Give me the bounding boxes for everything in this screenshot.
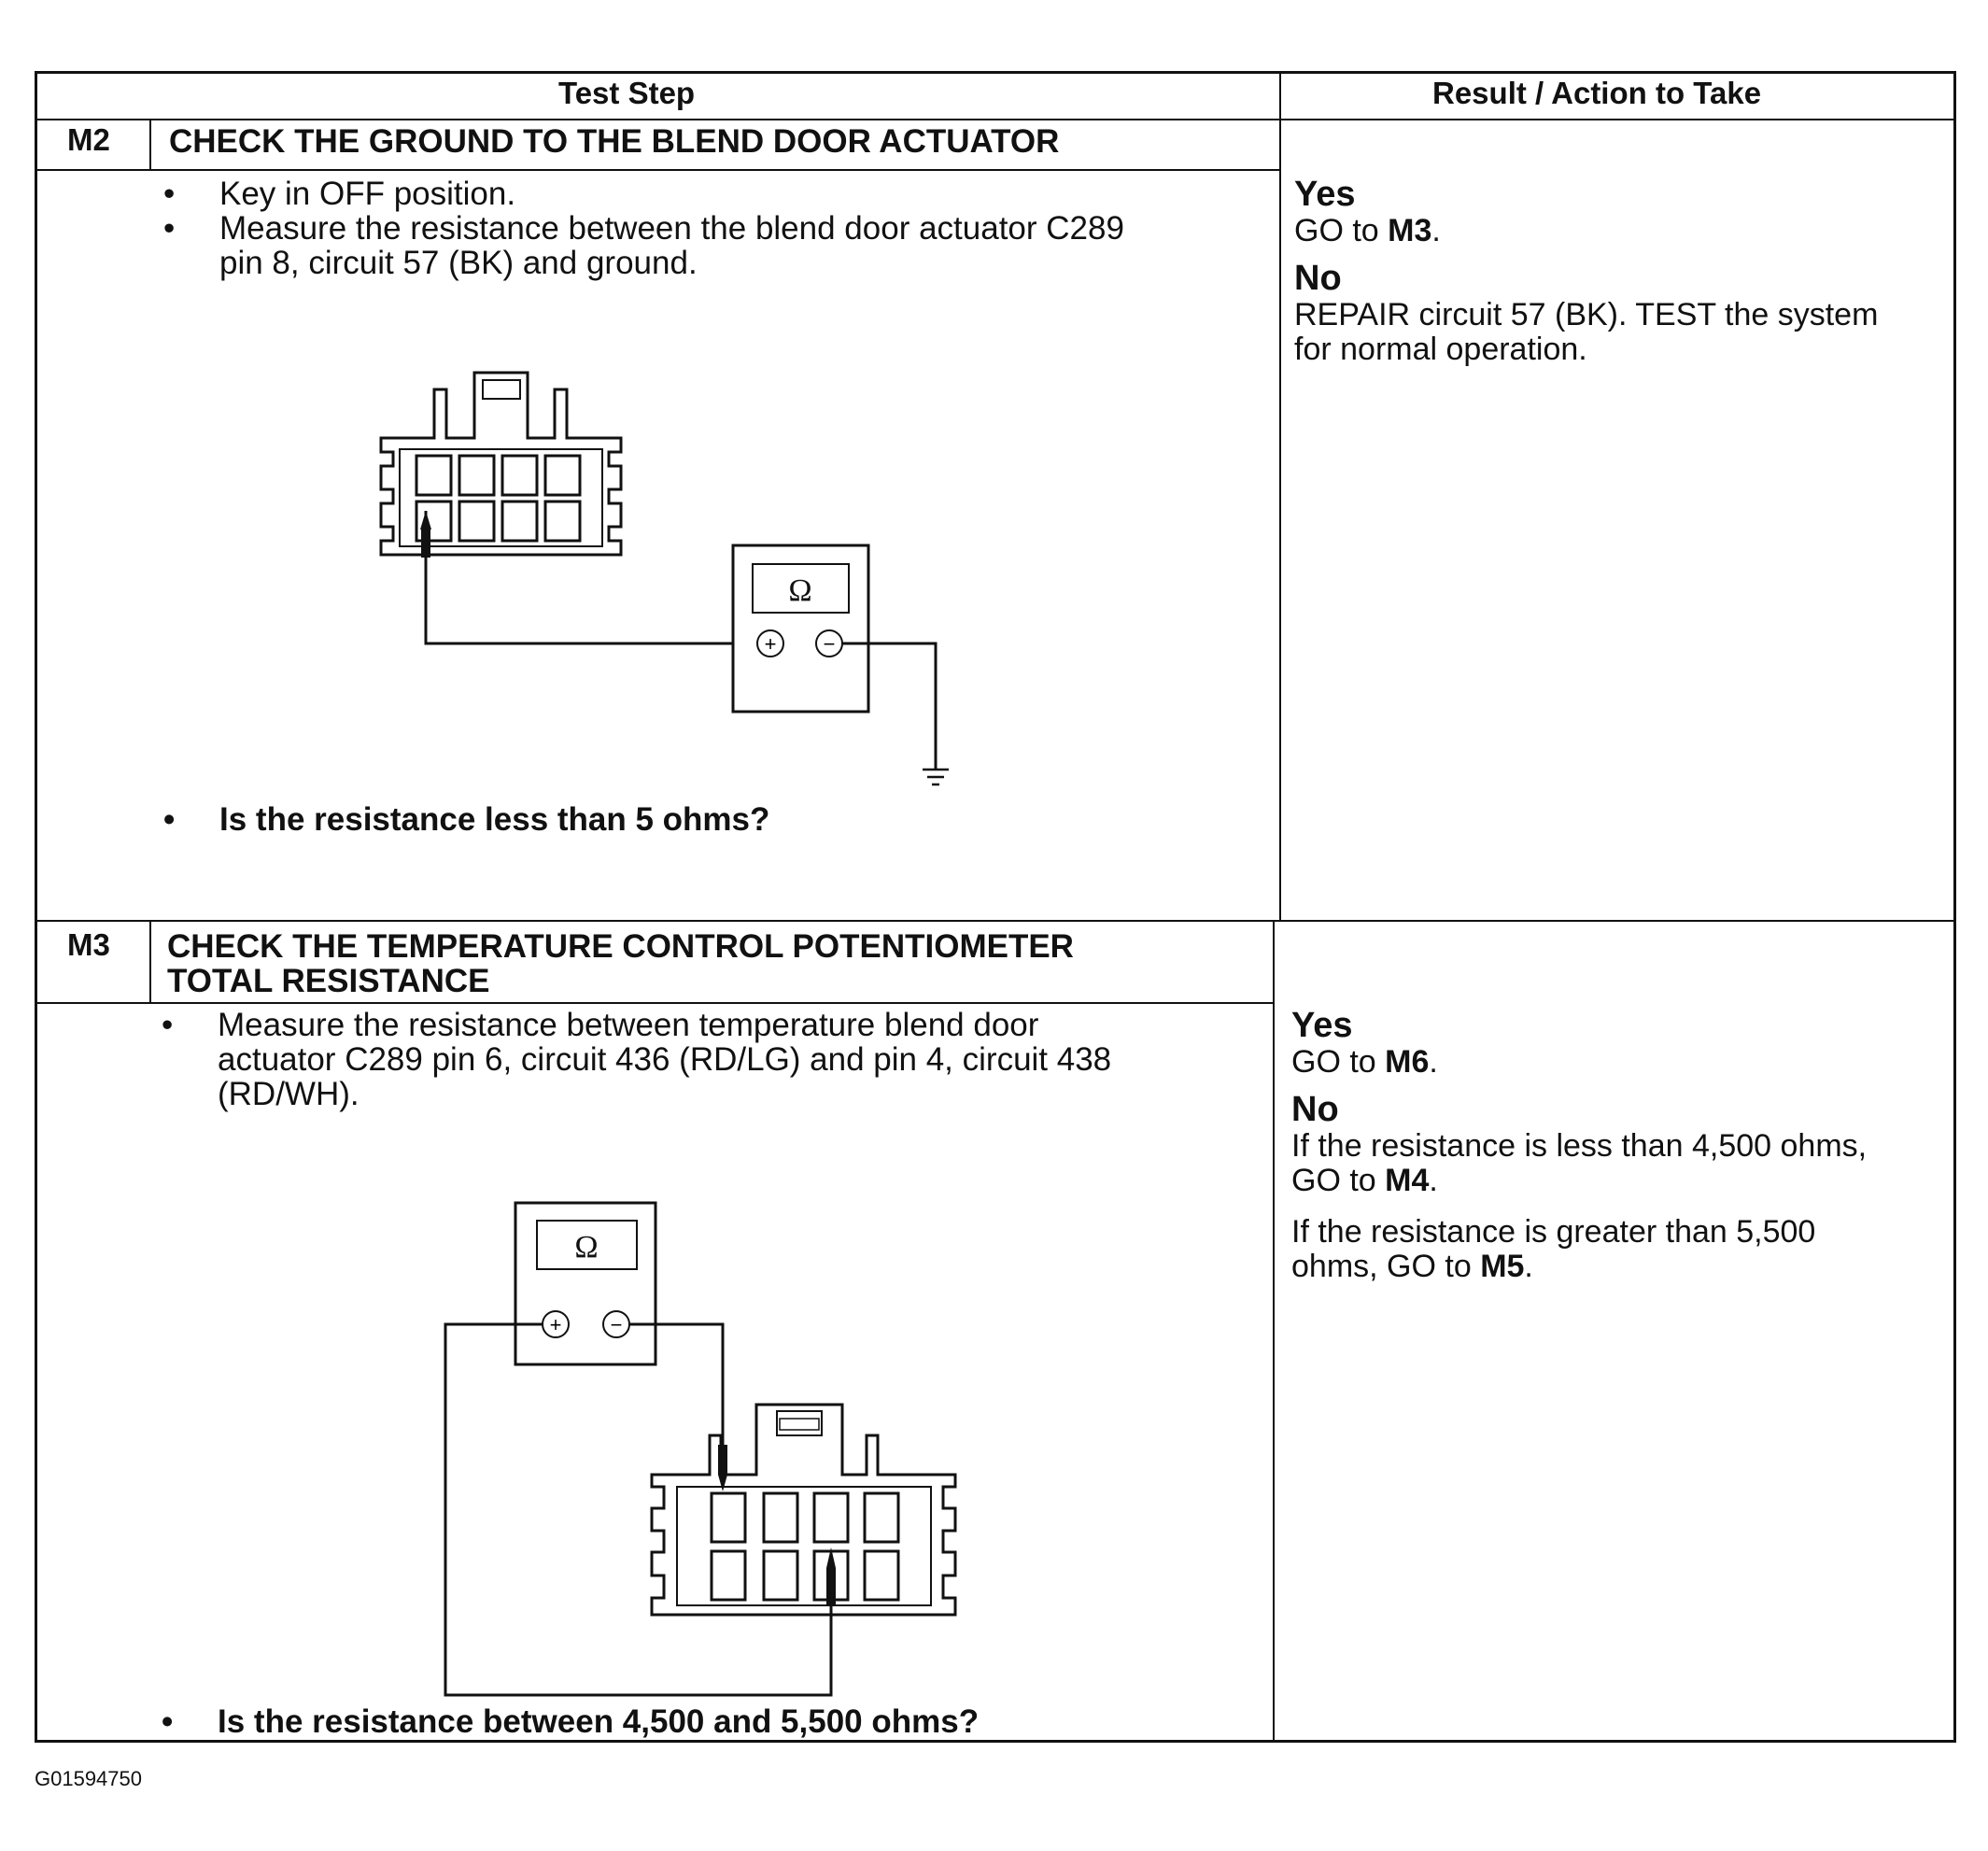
step-id-divider-m3	[149, 920, 151, 1002]
column-header-test-step: Test Step	[558, 76, 696, 110]
minus-terminal-symbol: −	[611, 1313, 623, 1336]
action-text: .	[1429, 1163, 1438, 1198]
plus-terminal-symbol: +	[765, 632, 777, 656]
blend-door-connector	[650, 1403, 957, 1617]
minus-terminal-symbol: −	[824, 632, 836, 656]
step-row-divider	[37, 920, 1953, 922]
step-title-divider-m3	[37, 1002, 1273, 1004]
action-text: REPAIR circuit 57 (BK). TEST the system …	[1294, 297, 1879, 367]
probe-wire-negative-pin-6	[629, 1322, 727, 1491]
result-no-action-m2: REPAIR circuit 57 (BK). TEST the system …	[1294, 298, 1878, 367]
ohmmeter: Ω + −	[514, 1201, 657, 1366]
blend-door-connector-8-pin	[379, 371, 623, 557]
ground-symbol	[842, 642, 949, 786]
result-yes-label-m2: Yes	[1294, 175, 1356, 214]
result-no-action-m3: If the resistance is less than 4,500 ohm…	[1291, 1129, 1867, 1198]
step-reference: M6	[1385, 1044, 1430, 1080]
step-id-divider-m2	[149, 119, 151, 169]
step-m3-bullet-1: • Measure the resistance between tempera…	[162, 1007, 1112, 1112]
probe-positive-pin-8	[420, 511, 733, 645]
bullet-dot: •	[162, 1007, 174, 1043]
bullet-dot: •	[163, 210, 176, 247]
action-text: GO to	[1294, 213, 1389, 248]
bullet-dot: •	[163, 801, 176, 838]
m2-measurement-diagram: Ω + −	[379, 371, 949, 786]
ohmmeter: Ω + −	[731, 544, 870, 714]
step-reference: M5	[1480, 1249, 1525, 1284]
result-no-label-m3: No	[1291, 1090, 1339, 1129]
bullet-dot: •	[163, 176, 176, 212]
step-title-divider-m2	[37, 169, 1279, 171]
step-m2-bullet-1: • Key in OFF position.	[163, 176, 516, 212]
plus-terminal-symbol: +	[550, 1313, 562, 1336]
ohm-symbol: Ω	[788, 573, 811, 608]
column-header-result-action: Result / Action to Take	[1432, 76, 1762, 110]
result-yes-label-m3: Yes	[1291, 1006, 1353, 1045]
probe-wire-positive-pin-4	[444, 1322, 836, 1697]
step-reference: M3	[1388, 213, 1432, 248]
result-no-action-m3-greater: If the resistance is greater than 5,500 …	[1291, 1215, 1815, 1284]
step-m2-question: • Is the resistance less than 5 ohms?	[163, 801, 770, 838]
test-procedure-table: Test Step Result / Action to Take M2 CHE…	[35, 71, 1956, 1743]
header-divider	[37, 119, 1953, 120]
step-m2-bullet-2: • Measure the resistance between the ble…	[163, 210, 1124, 281]
ohm-symbol: Ω	[574, 1230, 598, 1265]
bullet-dot: •	[162, 1703, 174, 1740]
column-divider-lower	[1273, 920, 1275, 1740]
step-id-m2: M2	[67, 122, 110, 157]
action-text: If the resistance is less than 4,500 ohm…	[1291, 1128, 1868, 1198]
action-text: .	[1431, 213, 1441, 248]
result-no-label-m2: No	[1294, 259, 1342, 298]
action-text: .	[1429, 1044, 1438, 1080]
step-id-m3: M3	[67, 927, 110, 962]
action-text: GO to	[1291, 1044, 1386, 1080]
step-reference: M4	[1385, 1163, 1430, 1198]
step-m3-question: • Is the resistance between 4,500 and 5,…	[162, 1703, 980, 1740]
result-yes-action-m3: GO to M6.	[1291, 1045, 1438, 1080]
action-text: If the resistance is greater than 5,500 …	[1291, 1214, 1816, 1284]
m3-measurement-diagram: Ω + −	[444, 1201, 957, 1697]
step-title-m3: CHECK THE TEMPERATURE CONTROL POTENTIOME…	[167, 928, 1074, 999]
result-yes-action-m2: GO to M3.	[1294, 214, 1441, 248]
action-text: .	[1524, 1249, 1533, 1284]
step-title-m2: CHECK THE GROUND TO THE BLEND DOOR ACTUA…	[169, 123, 1060, 160]
figure-code: G01594750	[35, 1767, 142, 1790]
column-divider-upper	[1279, 74, 1281, 920]
